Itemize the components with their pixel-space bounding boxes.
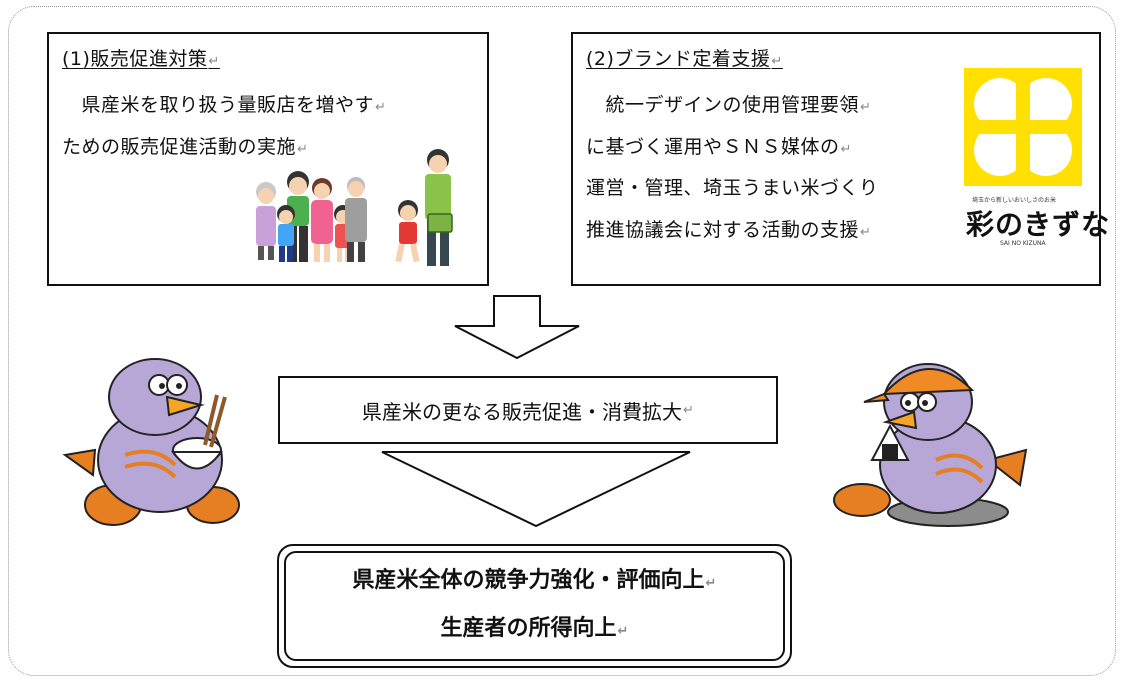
family-illustration bbox=[256, 149, 453, 266]
logo-name: 彩のきずな bbox=[966, 208, 1111, 241]
sales-promotion-line-1: 県産米を取り扱う量販店を増やす↵ bbox=[62, 94, 387, 116]
mascot-with-onigiri bbox=[833, 363, 1028, 527]
down-arrow-1 bbox=[454, 295, 580, 360]
brand-support-line-2: に基づく運用やＳＮＳ媒体の↵ bbox=[586, 136, 852, 158]
brand-support-heading: (2)ブランド定着支援↵ bbox=[586, 48, 783, 70]
outcome-box-inner: 県産米全体の競争力強化・評価向上↵ 生産者の所得向上↵ bbox=[284, 551, 785, 661]
logo-romaji: SAI NO KIZUNA bbox=[1000, 240, 1046, 247]
outcome-line-1: 県産米全体の競争力強化・評価向上↵ bbox=[352, 568, 717, 593]
outcome-line-2: 生産者の所得向上↵ bbox=[440, 616, 629, 641]
mascot-eating-rice bbox=[62, 358, 240, 526]
down-arrow-2 bbox=[381, 451, 691, 528]
return-mark: ↵ bbox=[683, 402, 694, 418]
sales-expansion-text: 県産米の更なる販売促進・消費拡大 bbox=[362, 399, 683, 424]
brand-support-line-1: 統一デザインの使用管理要領↵ bbox=[586, 94, 872, 116]
outcome-box: 県産米全体の競争力強化・評価向上↵ 生産者の所得向上↵ bbox=[277, 544, 792, 668]
logo-tagline: 埼玉から新しいおいしさのお米 bbox=[972, 197, 1057, 204]
sales-promotion-line-2: ための販売促進活動の実施↵ bbox=[62, 136, 309, 158]
sai-no-kizuna-logo-mark bbox=[964, 68, 1082, 186]
brand-support-line-4: 推進協議会に対する活動の支援↵ bbox=[586, 219, 872, 241]
sales-expansion-box: 県産米の更なる販売促進・消費拡大↵ bbox=[278, 376, 778, 444]
brand-support-line-3: 運営・管理、埼玉うまい米づくり bbox=[586, 177, 879, 199]
sales-promotion-heading: (1)販売促進対策↵ bbox=[62, 48, 220, 70]
outer-frame bbox=[8, 6, 1116, 676]
